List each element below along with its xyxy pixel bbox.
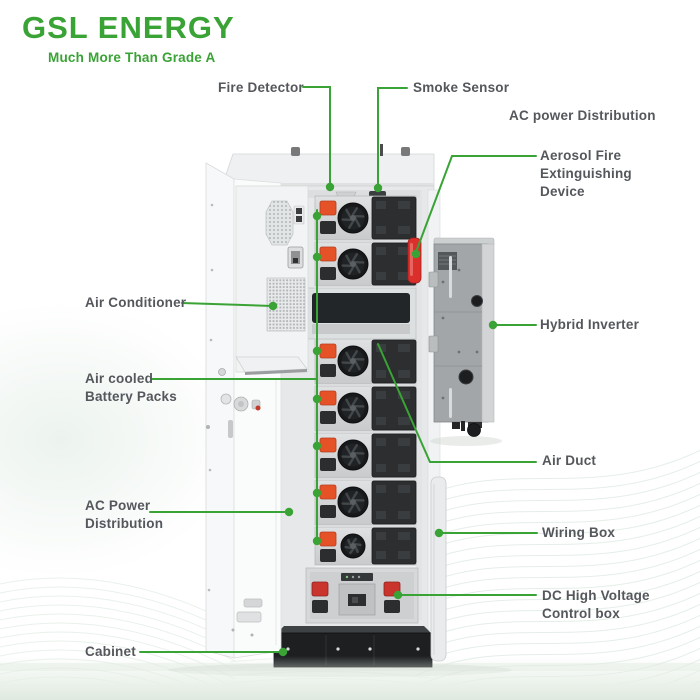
callout-dot-pack-2 — [312, 252, 322, 262]
label-fire-detector: Fire Detector — [218, 80, 304, 95]
battery-pack — [314, 526, 417, 566]
callout-dot-air-conditioner — [268, 301, 278, 311]
callout-dot-cabinet — [278, 647, 288, 657]
callout-line-air-conditioner — [181, 302, 273, 307]
battery-pack — [314, 432, 417, 479]
callout-dot-hybrid-inverter — [488, 320, 498, 330]
callout-lines — [139, 86, 538, 653]
callout-dot-ac-power-left — [284, 507, 294, 517]
pack-connector-orange — [319, 200, 337, 216]
label-wiring-box: Wiring Box — [542, 525, 616, 540]
pack-connector-orange — [319, 246, 337, 262]
status-display — [341, 573, 373, 581]
antenna-stub — [380, 144, 383, 156]
pack-connector-orange — [319, 531, 337, 547]
pack-connector-orange — [319, 390, 337, 406]
brand-logo: GSL ENERGY — [22, 10, 235, 45]
label-aerosol-device: Aerosol Fire Extinguishing Device — [540, 148, 632, 199]
pack-connector-black — [320, 364, 336, 377]
cabinet-graphic — [168, 144, 512, 677]
base-top — [277, 626, 431, 633]
lifting-lug — [291, 147, 300, 156]
callout-dot-pack-1 — [312, 211, 322, 221]
cabinet-door — [205, 162, 309, 659]
label-ac-power-distribution-left: AC Power Distribution — [85, 498, 164, 531]
label-air-duct: Air Duct — [542, 453, 597, 468]
callout-dot-aerosol — [411, 249, 421, 259]
door-hinge-hardware — [231, 598, 263, 637]
callout-dot-wiring-box — [434, 528, 444, 538]
mounting-bracket — [428, 271, 439, 288]
battery-pack-stack — [314, 195, 417, 566]
pack-connector-black — [320, 458, 336, 471]
callout-line-air-duct — [377, 343, 537, 463]
callout-line-fire-detector — [302, 86, 331, 186]
interior-right-frame — [416, 190, 422, 620]
callout-dot-pack-6 — [312, 488, 322, 498]
label-battery-packs: Air cooled Battery Packs — [85, 371, 177, 404]
pack-connector-black — [320, 505, 336, 518]
callout-dot-fire-detector — [325, 182, 335, 192]
label-hybrid-inverter: Hybrid Inverter — [540, 317, 640, 332]
air-conditioner-graphic — [235, 185, 309, 375]
inverter-connector — [461, 421, 465, 431]
pack-connector-black — [320, 267, 336, 280]
label-dc-control-box: DC High Voltage Control box — [542, 588, 650, 621]
battery-pack — [314, 241, 417, 287]
hybrid-inverter-graphic — [428, 237, 502, 446]
brand-tagline: Much More Than Grade A — [48, 50, 216, 65]
battery-pack — [314, 385, 417, 432]
label-cabinet: Cabinet — [85, 644, 136, 659]
label-smoke-sensor: Smoke Sensor — [413, 80, 510, 95]
aerosol-device-highlight — [410, 243, 413, 276]
battery-pack — [314, 195, 417, 241]
callout-dot-pack-7 — [312, 536, 322, 546]
callout-line-smoke-sensor — [377, 87, 408, 187]
battery-pack — [314, 338, 417, 385]
pack-connector-black — [320, 221, 336, 234]
dc-connector-black — [384, 600, 400, 613]
pack-connector-orange — [319, 484, 337, 500]
pack-connector-orange — [319, 437, 337, 453]
inverter-connector — [452, 422, 460, 429]
inverter-vent — [438, 252, 457, 270]
dc-connector-red — [311, 581, 329, 597]
air-duct-graphic — [305, 287, 417, 340]
door-lock-hardware — [206, 368, 261, 438]
mounting-bracket — [428, 335, 439, 353]
callout-dot-dc-control-box — [393, 590, 403, 600]
callout-dot-pack-4 — [312, 394, 322, 404]
callout-dots — [268, 182, 498, 657]
dc-control-box-graphic — [305, 567, 419, 624]
inverter-connector — [467, 423, 481, 437]
label-air-conditioner: Air Conditioner — [85, 295, 187, 310]
callout-dot-pack-3 — [312, 346, 322, 356]
cabinet-base — [273, 632, 433, 668]
pack-connector-orange — [319, 343, 337, 359]
callout-dot-pack-5 — [312, 441, 322, 451]
label-ac-power-distribution-top: AC power Distribution — [509, 108, 656, 123]
dc-connector-black — [312, 600, 328, 613]
inverter-knob — [458, 369, 474, 385]
pack-connector-black — [320, 411, 336, 424]
wiring-box-graphic — [430, 476, 447, 662]
callout-line-aerosol — [415, 155, 537, 253]
ac-octagon-vent — [265, 200, 294, 246]
lifting-lug — [401, 147, 410, 156]
callout-dot-smoke-sensor — [373, 183, 383, 193]
door-edge — [205, 162, 235, 659]
pack-connector-black — [320, 549, 336, 562]
inverter-knob — [471, 295, 483, 307]
battery-pack — [314, 479, 417, 526]
